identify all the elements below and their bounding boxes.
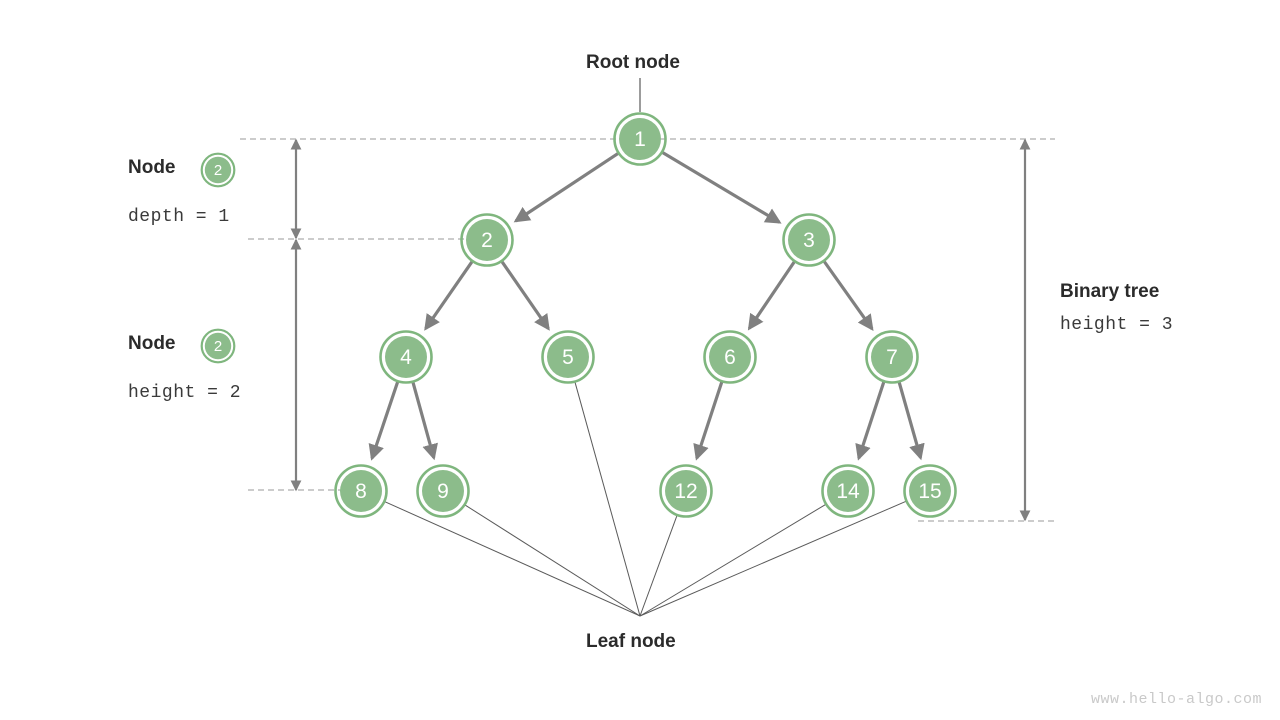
node-ring <box>865 330 919 384</box>
node-body <box>385 336 427 378</box>
tree-edge <box>513 152 619 223</box>
tree-node-15[interactable]: 15 <box>903 464 957 518</box>
node-ring <box>613 112 667 166</box>
node-ring <box>334 464 388 518</box>
node-value: 14 <box>836 480 860 503</box>
annotation-depth-badge: 2 <box>200 152 236 193</box>
tree-edge <box>661 151 782 224</box>
tree-edge <box>424 260 474 331</box>
node-ring <box>541 330 595 384</box>
leaf-pointer-line <box>574 381 641 617</box>
annotation-tree-detail: height = 3 <box>1060 315 1174 335</box>
node-value: 8 <box>355 480 367 503</box>
annotation-depth-title: Node <box>128 157 176 178</box>
node-ring <box>460 213 514 267</box>
tree-node-1[interactable]: 1 <box>613 112 667 166</box>
node-value: 7 <box>886 346 898 369</box>
tree-edges <box>368 151 925 461</box>
tree-node-12[interactable]: 12 <box>659 464 713 518</box>
annotation-height-title: Node <box>128 333 176 354</box>
tree-edge <box>897 382 925 461</box>
guide-lines <box>240 138 1055 522</box>
node-value: 2 <box>481 229 493 252</box>
node-value: 5 <box>562 346 574 369</box>
tree-edge <box>411 382 438 461</box>
node-body <box>619 118 661 160</box>
node-body <box>466 219 508 261</box>
tree-node-7[interactable]: 7 <box>865 330 919 384</box>
node-ring <box>821 464 875 518</box>
tree-edge <box>368 381 400 461</box>
leaf-node-label: Leaf node <box>586 631 676 652</box>
leaf-pointer-line <box>639 514 678 617</box>
node-value: 15 <box>918 480 941 503</box>
node-value: 1 <box>634 128 646 151</box>
node-body <box>422 470 464 512</box>
node-body <box>547 336 589 378</box>
leaf-pointer-line <box>384 500 641 617</box>
node-body <box>340 470 382 512</box>
node-ring <box>659 464 713 518</box>
badge-node-value: 2 <box>214 338 222 355</box>
tree-node-2[interactable]: 2 <box>460 213 514 267</box>
badge-node-icon: 2 <box>200 328 236 364</box>
tree-edge <box>823 260 874 331</box>
tree-node-5[interactable]: 5 <box>541 330 595 384</box>
node-value: 3 <box>803 229 815 252</box>
node-ring <box>416 464 470 518</box>
tree-edge <box>500 260 550 331</box>
tree-node-8[interactable]: 8 <box>334 464 388 518</box>
node-body <box>665 470 707 512</box>
badge-node-icon: 2 <box>200 152 236 188</box>
tree-edge <box>747 261 796 331</box>
tree-node-3[interactable]: 3 <box>782 213 836 267</box>
node-body <box>871 336 913 378</box>
annotation-tree-title: Binary tree <box>1060 281 1160 302</box>
node-ring <box>703 330 757 384</box>
tree-node-4[interactable]: 4 <box>379 330 433 384</box>
node-value: 12 <box>674 480 697 503</box>
node-ring <box>782 213 836 267</box>
leaf-pointer-line <box>464 504 641 617</box>
node-ring <box>903 464 957 518</box>
watermark: www.hello-algo.com <box>1090 691 1262 708</box>
tree-edge <box>693 381 724 461</box>
leaf-pointer-line <box>639 503 827 617</box>
annotation-height-detail: height = 2 <box>128 383 242 403</box>
tree-node-6[interactable]: 6 <box>703 330 757 384</box>
node-value: 9 <box>437 480 449 503</box>
annotation-height-badge: 2 <box>200 328 236 369</box>
tree-node-9[interactable]: 9 <box>416 464 470 518</box>
node-value: 6 <box>724 346 736 369</box>
root-node-label: Root node <box>586 52 680 73</box>
node-body <box>788 219 830 261</box>
node-body <box>909 470 951 512</box>
node-body <box>709 336 751 378</box>
annotation-depth-detail: depth = 1 <box>128 207 230 227</box>
leaf-pointer-lines <box>384 381 907 617</box>
node-body <box>827 470 869 512</box>
measure-arrows <box>290 138 1031 522</box>
node-value: 4 <box>400 346 412 369</box>
node-ring <box>379 330 433 384</box>
leaf-pointer-line <box>639 500 907 617</box>
badge-node-value: 2 <box>214 162 222 179</box>
tree-node-14[interactable]: 14 <box>821 464 875 518</box>
tree-edge <box>855 381 886 461</box>
